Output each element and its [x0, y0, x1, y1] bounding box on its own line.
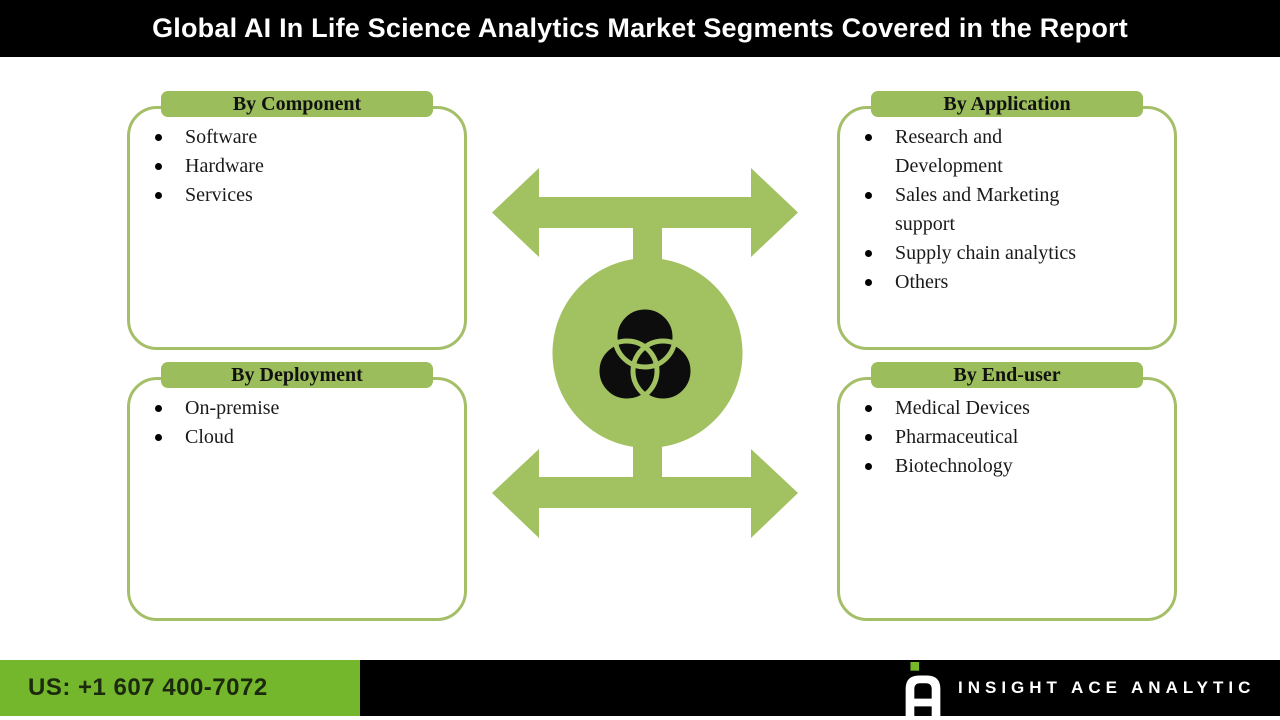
- footer-phone-panel: US: +1 607 400-7072: [0, 660, 360, 716]
- segment-box-application-header: By Application: [871, 91, 1143, 117]
- footer-brand-panel: INSIGHT ACE ANALYTIC: [360, 660, 1280, 716]
- double-arrow-top-icon: [492, 168, 798, 270]
- segment-item: Biotechnology: [840, 452, 1164, 481]
- segment-item: Supply chain analytics: [840, 239, 1164, 268]
- segment-box-deployment-header: By Deployment: [161, 362, 433, 388]
- title-bar: Global AI In Life Science Analytics Mark…: [0, 0, 1280, 57]
- segment-item: Others: [840, 268, 1164, 297]
- insight-ace-logo-icon: [905, 662, 941, 716]
- segment-item: Services: [130, 181, 454, 210]
- segment-item: Cloud: [130, 423, 454, 452]
- double-arrow-bottom-icon: [492, 435, 798, 538]
- center-hub-graphic: [492, 168, 798, 538]
- phone-number: US: +1 607 400-7072: [28, 674, 268, 701]
- segment-item: Pharmaceutical: [840, 423, 1164, 452]
- segment-item: On-premise: [130, 394, 454, 423]
- brand-name: INSIGHT ACE ANALYTIC: [958, 678, 1256, 697]
- segment-item: Sales and Marketing support: [840, 181, 1164, 239]
- segment-item: Hardware: [130, 152, 454, 181]
- segment-item: Software: [130, 123, 454, 152]
- segment-item: Medical Devices: [840, 394, 1164, 423]
- venn-diagram-icon: [594, 304, 696, 404]
- page-title: Global AI In Life Science Analytics Mark…: [152, 13, 1128, 43]
- segment-box-enduser-header: By End-user: [871, 362, 1143, 388]
- segment-box-component-header: By Component: [161, 91, 433, 117]
- segment-item: Research and Development: [840, 123, 1164, 181]
